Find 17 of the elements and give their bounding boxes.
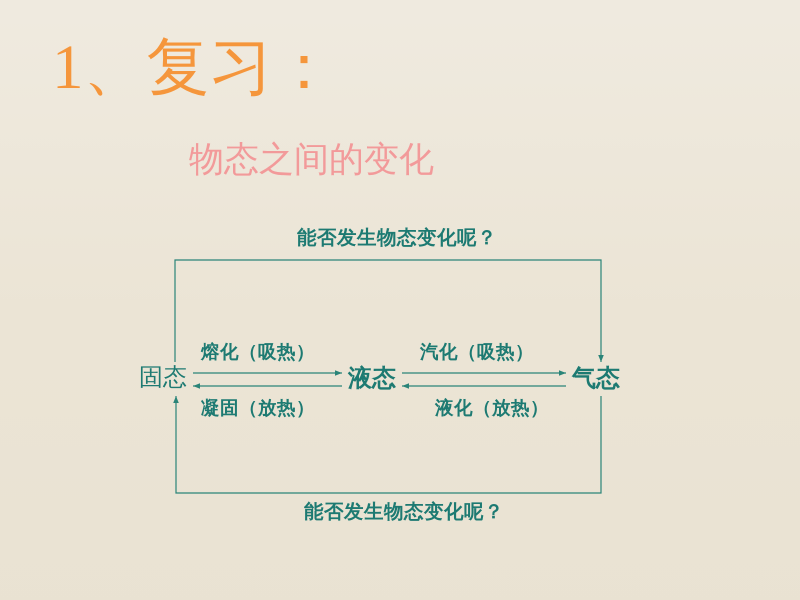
state-label: 固态	[133, 362, 193, 396]
edge-label: 熔化（吸热）	[201, 342, 315, 364]
arrow	[402, 383, 566, 389]
subtitle: 物态之间的变化	[189, 139, 434, 182]
arrow	[402, 370, 566, 376]
arrow	[174, 259, 604, 362]
arrow	[193, 370, 342, 376]
edge-label: 汽化（吸热）	[420, 342, 534, 364]
state-label: 液态	[342, 362, 402, 396]
edge-label: 能否发生物态变化呢？	[297, 226, 497, 250]
edge-label: 凝固（放热）	[201, 398, 315, 420]
arrow	[193, 383, 342, 389]
edge-label: 能否发生物态变化呢？	[304, 500, 504, 524]
edge-label: 液化（放热）	[435, 398, 549, 420]
arrow	[173, 396, 602, 494]
slide-title: 1、复习：	[52, 31, 336, 104]
state-label: 气态	[566, 362, 626, 396]
